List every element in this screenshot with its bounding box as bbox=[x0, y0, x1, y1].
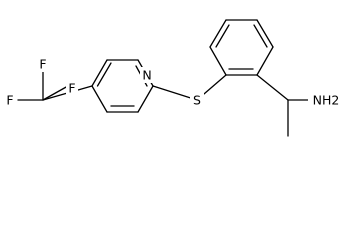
pyridine-bond-6 bbox=[91, 85, 108, 113]
fluorine-top-right-label: F bbox=[68, 81, 75, 96]
benzene-bond-1 bbox=[209, 46, 227, 76]
atom-label-layer: F F F N S NH2 bbox=[4, 56, 344, 108]
bond-phenyl-ch bbox=[256, 74, 289, 101]
pyridine-double-1 bbox=[96, 62, 112, 87]
pyridine-bond-1 bbox=[91, 59, 108, 87]
benzene-double-2 bbox=[253, 24, 268, 48]
fluorine-left-label: F bbox=[6, 93, 13, 108]
f-top-left-background bbox=[37, 56, 49, 72]
sulfur-background bbox=[190, 92, 204, 108]
chemical-structure: F F F N S NH2 bbox=[4, 19, 344, 137]
nitrogen-label: N bbox=[142, 68, 151, 83]
benzene-bond-5 bbox=[256, 46, 274, 76]
bond-pyridine-sulfur bbox=[152, 85, 198, 101]
fluorine-top-left-label: F bbox=[39, 57, 46, 72]
pyridine-bond-4 bbox=[137, 85, 154, 113]
amine-background bbox=[308, 92, 344, 108]
f-top-right-background bbox=[66, 80, 78, 96]
amine-label: NH2 bbox=[313, 93, 340, 108]
nitrogen-background bbox=[140, 67, 154, 83]
sulfur-label: S bbox=[193, 93, 201, 108]
benzene-bond-2 bbox=[209, 19, 227, 48]
f-left-background bbox=[4, 92, 17, 108]
benzene-double-1 bbox=[215, 24, 230, 48]
bond-c-f-top-right bbox=[42, 85, 69, 101]
benzene-bond-4 bbox=[256, 19, 274, 48]
bond-layer bbox=[17, 19, 310, 137]
